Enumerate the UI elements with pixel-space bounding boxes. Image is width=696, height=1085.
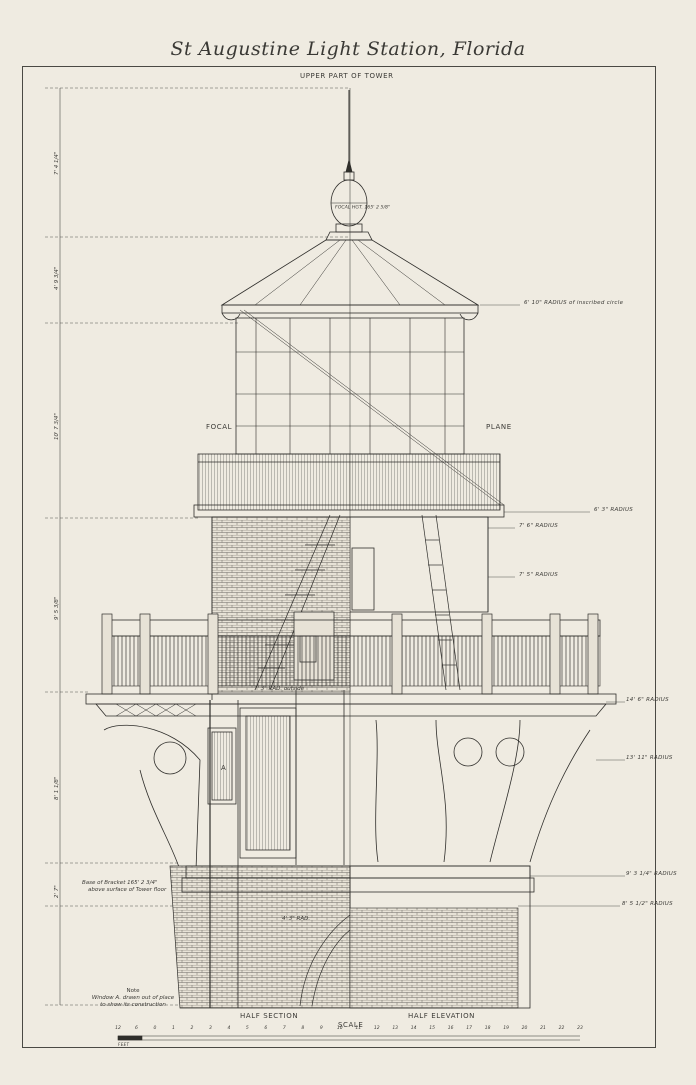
- lantern-gallery-railing: [197, 453, 501, 511]
- height-dim-label: 7' 4 1/4": [54, 151, 60, 175]
- radius-callout: 6' 3" RADIUS: [594, 507, 634, 513]
- scale-number: 11: [355, 1026, 362, 1031]
- scale-number: 4: [227, 1026, 231, 1031]
- scale-number: 13: [392, 1026, 399, 1031]
- height-dim-label: 4' 9 3/4": [54, 266, 60, 290]
- scale-label: SCALE: [338, 1021, 364, 1029]
- drawing-frame: [22, 66, 656, 1048]
- focal-height-label: FOCAL HGT. 165' 2 5/8": [335, 205, 391, 211]
- note-line: Window A. drawn out of place: [91, 995, 175, 1001]
- scale-number: 17: [466, 1026, 472, 1031]
- scale-number: 7: [282, 1026, 286, 1031]
- note-line: to show its construction: [100, 1002, 166, 1008]
- height-dim-label: 8' 1 1/8": [54, 776, 60, 800]
- scale-number: 3: [208, 1026, 212, 1031]
- scale-number: 22: [558, 1026, 565, 1031]
- scale-number: 8: [301, 1026, 305, 1031]
- scale-number: 5: [245, 1026, 249, 1031]
- scale-number: 1: [172, 1026, 175, 1031]
- window-a-label: A: [221, 764, 227, 772]
- gallery-deck: [85, 693, 617, 705]
- scale-number: 14: [410, 1026, 417, 1031]
- spiral-stair: [299, 914, 351, 1007]
- half-section-label: HALF SECTION: [240, 1012, 299, 1020]
- radius-callout: 14' 6" RADIUS: [626, 697, 669, 703]
- radius-callout: 8' 5 1/2" RADIUS: [622, 901, 673, 907]
- scale-number: 0: [153, 1026, 157, 1031]
- scale-number: 12: [115, 1026, 121, 1031]
- scale-number: 6: [135, 1026, 138, 1031]
- scale-number: 2: [190, 1026, 194, 1031]
- bracket-note-line: Base of Bracket 165' 2 3/4": [82, 880, 158, 886]
- drawing-subtitle: UPPER PART OF TOWER: [300, 72, 394, 80]
- radius-callout: 7' 6" RADIUS: [519, 523, 559, 529]
- scale-unit: FEET: [118, 1042, 130, 1047]
- main-gallery-railing: [103, 635, 601, 687]
- scale-number: 23: [577, 1026, 583, 1031]
- radius-callout: 6' 10" RADIUS of inscribed circle: [524, 300, 624, 306]
- note-heading: Note: [126, 988, 140, 994]
- radius-callout: 7' 5" RADIUS: [519, 572, 559, 578]
- scale-bar: [117, 1035, 580, 1041]
- scale-number: 6: [264, 1026, 268, 1031]
- radius-callout: 9' 3 1/4" RADIUS: [626, 871, 677, 877]
- scale-number: 18: [484, 1026, 491, 1031]
- half-elevation-label: HALF ELEVATION: [408, 1012, 476, 1020]
- window-a: [207, 727, 237, 805]
- plane-label: PLANE: [486, 423, 512, 431]
- scale-number: 16: [447, 1026, 454, 1031]
- focal-label: FOCAL: [206, 423, 233, 431]
- scale-number: 12: [373, 1026, 380, 1031]
- gallery-brackets: [103, 719, 591, 871]
- height-dim-label: 10' 7 3/4": [54, 413, 60, 440]
- scale-number: 20: [521, 1026, 528, 1031]
- scale-number: 15: [429, 1026, 436, 1031]
- inner-radius-label: 7' 3" RAD. outside: [254, 686, 305, 692]
- lower-tower-brickwork: [169, 865, 351, 1009]
- height-dim-label: 9' 5 3/8": [54, 596, 60, 620]
- scale-number: 21: [540, 1026, 546, 1031]
- scale-number: 10: [336, 1026, 343, 1031]
- page-title: St Augustine Light Station, Florida: [170, 38, 526, 60]
- bracket-note-line: above surface of Tower floor: [88, 887, 167, 893]
- height-dim-label: 2' 7": [54, 885, 60, 898]
- radius-callout: 13' 11" RADIUS: [626, 755, 673, 761]
- lower-radius-label: 4' 3" RAD.: [282, 916, 311, 922]
- window-note: Note Window A. drawn out of place to sho…: [88, 988, 178, 1009]
- scale-number: 19: [503, 1026, 509, 1031]
- scale-number: 9: [319, 1026, 323, 1031]
